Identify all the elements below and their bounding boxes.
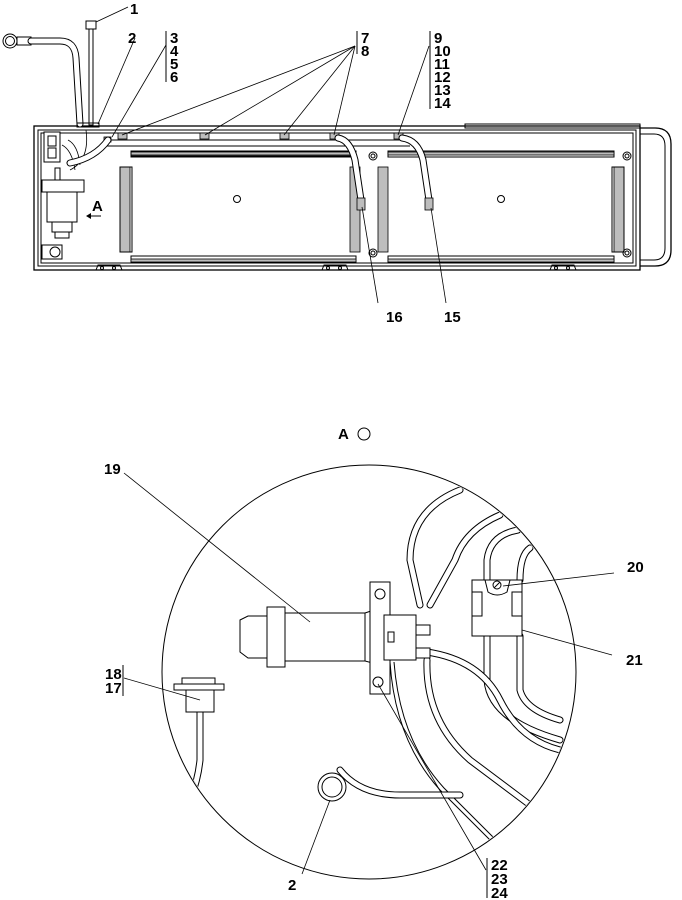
battery-bay-1 [119, 150, 361, 263]
callout-18: 18 [105, 666, 122, 683]
callout-24: 24 [491, 885, 508, 900]
callout-2: 2 [128, 30, 136, 47]
pump-compartment [41, 129, 112, 260]
detail-a-label: A [338, 426, 349, 443]
callout-19: 19 [104, 461, 121, 478]
connector-17-18 [173, 677, 225, 713]
callout-15: 15 [444, 309, 461, 326]
callout-23: 23 [491, 871, 508, 888]
callout-22: 22 [491, 857, 508, 874]
top-view-assembly: A [2, 20, 672, 271]
callout-8: 8 [361, 43, 369, 60]
callout-group-3-6: 3 4 5 6 [170, 30, 179, 86]
callout-group-7-8: 7 8 [361, 30, 369, 60]
detail-hoses [186, 486, 564, 841]
cable-clips [103, 132, 404, 143]
callout-20: 20 [627, 559, 644, 576]
leader-lines-top [95, 6, 447, 304]
ground-cable [27, 37, 84, 128]
callout-21: 21 [626, 652, 643, 669]
callout-group-9-14: 9 10 11 12 13 14 [434, 30, 451, 112]
callout-group-17-18: 18 17 [105, 666, 122, 697]
callout-9: 9 [434, 30, 442, 47]
callout-11: 11 [434, 56, 450, 73]
mount-hole [233, 195, 241, 203]
detail-view-a [161, 464, 577, 880]
callout-1: 1 [130, 1, 138, 18]
detail-circle [161, 464, 577, 880]
view-a-label: A [92, 198, 103, 215]
callout-6: 6 [170, 69, 178, 86]
callout-7: 7 [361, 30, 369, 47]
callout-14: 14 [434, 95, 451, 112]
callout-10: 10 [434, 43, 451, 60]
callout-12: 12 [434, 69, 451, 86]
callout-2-detail: 2 [288, 877, 296, 894]
grommet [317, 772, 347, 802]
cable-cap [85, 20, 97, 30]
pump-motor [239, 581, 431, 695]
battery-tray [33, 125, 641, 271]
detail-a-marker [357, 427, 371, 441]
relay-block [471, 579, 523, 637]
callout-13: 13 [434, 82, 451, 99]
leader-lines-detail [122, 472, 615, 898]
terminal-clamp [356, 197, 366, 211]
callout-17: 17 [105, 680, 122, 697]
callout-group-22-24: 22 23 24 [491, 857, 508, 900]
mount-hole [497, 195, 505, 203]
callout-5: 5 [170, 56, 178, 73]
callout-16: 16 [386, 309, 403, 326]
carry-handle [640, 127, 672, 267]
terminal-clamp [424, 197, 434, 211]
callout-3: 3 [170, 30, 178, 47]
callout-4: 4 [170, 43, 179, 60]
battery-bay-2 [377, 150, 625, 263]
